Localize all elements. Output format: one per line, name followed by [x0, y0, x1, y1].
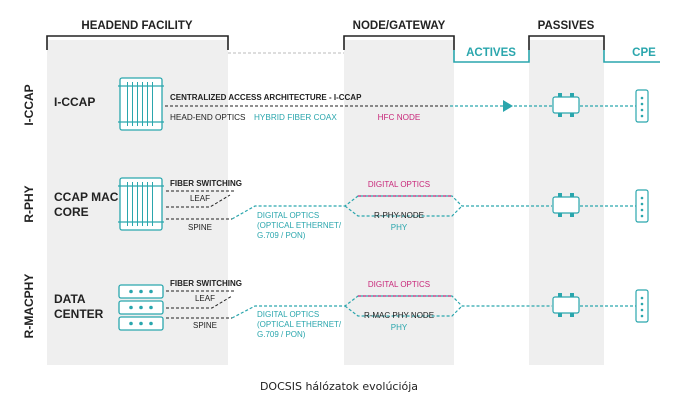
- row-label-iccap: I-CCAP: [22, 84, 36, 125]
- rmacphy-switching-label: FIBER SWITCHING: [170, 279, 242, 288]
- passives-bracket: [528, 35, 605, 50]
- figure-caption: DOCSIS hálózatok evolúciója: [259, 380, 419, 393]
- rphy-switching-label: FIBER SWITCHING: [170, 179, 242, 188]
- rmacphy-leaf-label: LEAF: [195, 294, 215, 303]
- rmacphy-name-line2: CENTER: [54, 307, 104, 321]
- iccap-coax-label: HYBRID FIBER COAX: [254, 113, 337, 122]
- cpe-header: CPE: [632, 47, 656, 59]
- rmacphy-server-rack-icon: [118, 284, 164, 331]
- rmacphy-splitter-icon: [552, 293, 580, 317]
- actives-header: ACTIVES: [466, 47, 516, 59]
- rphy-node-digital-optics: DIGITAL OPTICS: [368, 180, 430, 189]
- rmacphy-name-line1: DATA: [54, 292, 86, 306]
- rphy-digital-optics: DIGITAL OPTICS: [257, 211, 319, 220]
- rmacphy-digital-optics: DIGITAL OPTICS: [257, 310, 319, 319]
- rmacphy-node-digital-optics: DIGITAL OPTICS: [368, 280, 430, 289]
- actives-bracket: [453, 50, 530, 63]
- iccap-amplifier-icon: [503, 100, 513, 112]
- node-panel: [344, 40, 454, 365]
- iccap-arch-label: CENTRALIZED ACCESS ARCHITECTURE - I-CCAP: [170, 93, 362, 102]
- rmacphy-node-phy: PHY: [391, 323, 408, 332]
- rphy-splitter-icon: [552, 193, 580, 217]
- rmacphy-g709-pon: G.709 / PON): [257, 330, 306, 339]
- headend-header: HEADEND FACILITY: [81, 20, 193, 32]
- rmacphy-node-label: R-MAC PHY NODE: [364, 311, 434, 320]
- rphy-leaf-label: LEAF: [190, 194, 210, 203]
- row-label-rphy: R-PHY: [22, 185, 36, 222]
- node-header: NODE/GATEWAY: [353, 20, 446, 32]
- iccap-cpe-modem-icon: [635, 89, 649, 123]
- iccap-name: I-CCAP: [54, 95, 95, 109]
- passives-header: PASSIVES: [538, 20, 595, 32]
- rphy-g709-pon: G.709 / PON): [257, 231, 306, 240]
- row-label-rmacphy: R-MACPHY: [22, 274, 36, 339]
- rphy-server-icon: [118, 177, 164, 231]
- node-bracket: [343, 35, 455, 50]
- iccap-optics-label: HEAD-END OPTICS: [170, 113, 246, 122]
- rphy-name-line1: CCAP MAC: [54, 190, 119, 204]
- headend-bracket: [46, 35, 229, 50]
- rphy-name-line2: CORE: [54, 205, 89, 219]
- rphy-spine-label: SPINE: [188, 223, 212, 232]
- rphy-cpe-modem-icon: [635, 189, 649, 223]
- rmacphy-optical-ethernet: (OPTICAL ETHERNET/: [257, 320, 342, 329]
- iccap-node-label: HFC NODE: [378, 113, 421, 122]
- rphy-optical-ethernet: (OPTICAL ETHERNET/: [257, 221, 342, 230]
- iccap-splitter-icon: [552, 93, 580, 117]
- rmacphy-cpe-modem-icon: [635, 289, 649, 323]
- rphy-node-label: R-PHY-NODE: [374, 211, 424, 220]
- iccap-server-icon: [118, 77, 164, 131]
- rmacphy-spine-label: SPINE: [193, 321, 217, 330]
- rphy-node-phy: PHY: [391, 223, 408, 232]
- cpe-bracket: [603, 50, 660, 63]
